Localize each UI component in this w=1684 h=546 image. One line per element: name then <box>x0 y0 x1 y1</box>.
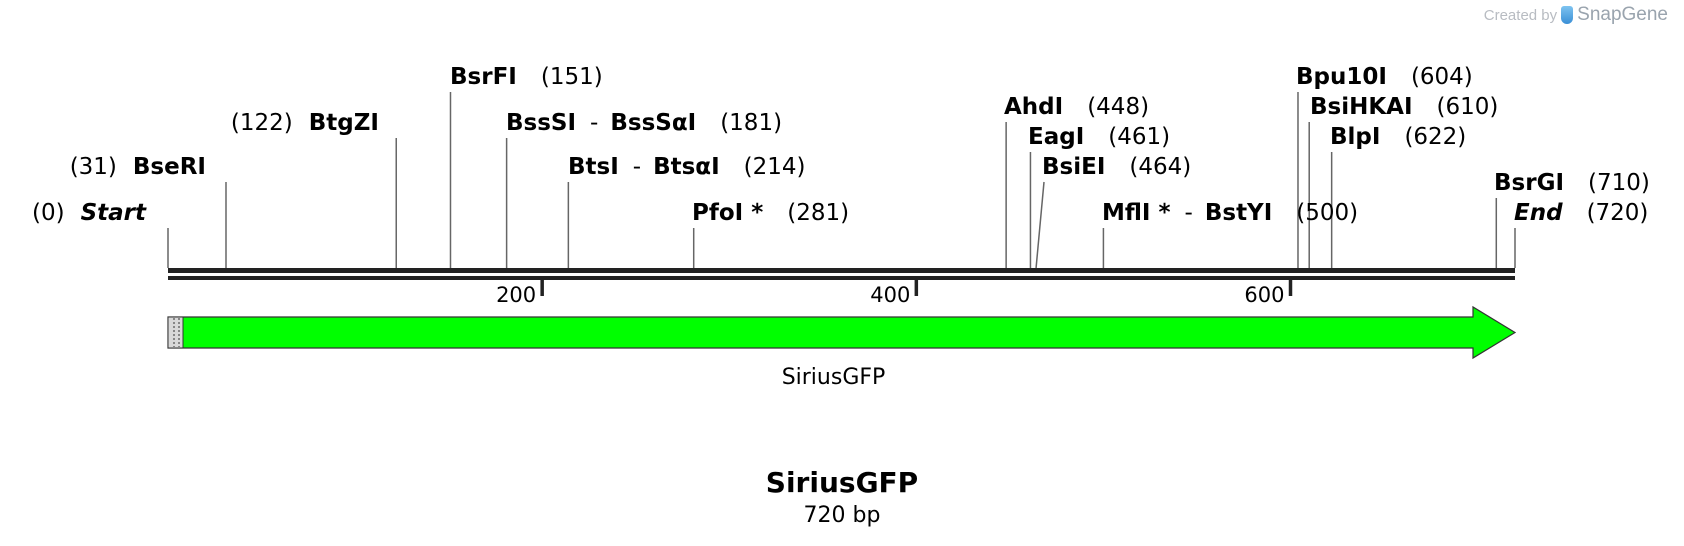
site-name-btgzi: BtgZI <box>309 110 379 136</box>
site-name-end: End <box>1514 200 1563 226</box>
site-name-blpi: BlpI <box>1330 124 1380 150</box>
site-line-bsiei <box>1035 181 1045 269</box>
site-separator: - <box>590 110 598 136</box>
ruler-tick-label: 400 <box>870 283 910 307</box>
ruler-ticks: 200 400 600 <box>496 280 1293 307</box>
site-position: (610) <box>1437 94 1499 120</box>
map-title: SiriusGFP <box>766 466 918 499</box>
watermark-brand: SnapGene <box>1577 4 1668 25</box>
site-position: (720) <box>1587 200 1649 226</box>
site-name-bsihkai: BsiHKAI <box>1310 94 1413 120</box>
site-position: (604) <box>1411 64 1473 90</box>
site-lines <box>167 92 1516 269</box>
ruler-tick-label: 600 <box>1244 283 1284 307</box>
site-position: (122) <box>231 110 293 136</box>
site-position: (31) <box>70 154 117 180</box>
snapgene-watermark: Created by SnapGene <box>1484 4 1668 26</box>
site-name-bpu10i: Bpu10I <box>1296 64 1387 90</box>
backbone-strand-bottom <box>168 276 1515 280</box>
site-position: (622) <box>1404 124 1466 150</box>
sequence-backbone <box>168 268 1515 280</box>
site-position: (448) <box>1087 94 1149 120</box>
site-name-bsssi: BssSI <box>506 110 576 136</box>
ruler-tick-label: 200 <box>496 283 536 307</box>
map-length: 720 bp <box>804 503 881 528</box>
site-separator: - <box>633 154 641 180</box>
site-position: (181) <box>720 110 782 136</box>
site-name-eagi: EagI <box>1028 124 1084 150</box>
site-separator: - <box>1185 200 1193 226</box>
site-name-bsrgi: BsrGI <box>1494 170 1564 196</box>
site-isoschizomer-name: BssSαI <box>610 110 696 136</box>
site-name-btsi: BtsI <box>568 154 619 180</box>
site-position: (151) <box>541 64 603 90</box>
site-position: (710) <box>1588 170 1650 196</box>
site-labels: Start (0) BseRI (31) BtgZI (122) BsrFI (151) Bss… <box>32 64 1650 226</box>
site-name-mfli: MflI * <box>1102 200 1171 226</box>
feature-start-mark <box>167 316 184 349</box>
watermark-prefix: Created by <box>1483 6 1558 24</box>
site-position: (464) <box>1129 154 1191 180</box>
feature-label: SiriusGFP <box>782 365 886 390</box>
site-isoschizomer-name: BtsαI <box>653 154 720 180</box>
feature-arrow[interactable] <box>167 305 1517 360</box>
site-name-pfoi: PfoI * <box>692 200 763 226</box>
site-name-start: Start <box>81 200 147 226</box>
site-name-bsrfi: BsrFI <box>450 64 517 90</box>
site-name-bsiei: BsiEI <box>1042 154 1105 180</box>
site-name-ahdi: AhdI <box>1004 94 1063 120</box>
backbone-strand-top <box>168 268 1515 273</box>
site-isoschizomer-name: BstYI <box>1205 200 1272 226</box>
site-position: (0) <box>32 200 65 226</box>
site-position: (281) <box>787 200 849 226</box>
site-name-bseri: BseRI <box>133 154 206 180</box>
site-position: (500) <box>1296 200 1358 226</box>
feature-siriusgfp[interactable]: SiriusGFP <box>167 305 1517 390</box>
site-position: (461) <box>1108 124 1170 150</box>
site-position: (214) <box>744 154 806 180</box>
snapgene-logo-icon <box>1561 6 1574 24</box>
